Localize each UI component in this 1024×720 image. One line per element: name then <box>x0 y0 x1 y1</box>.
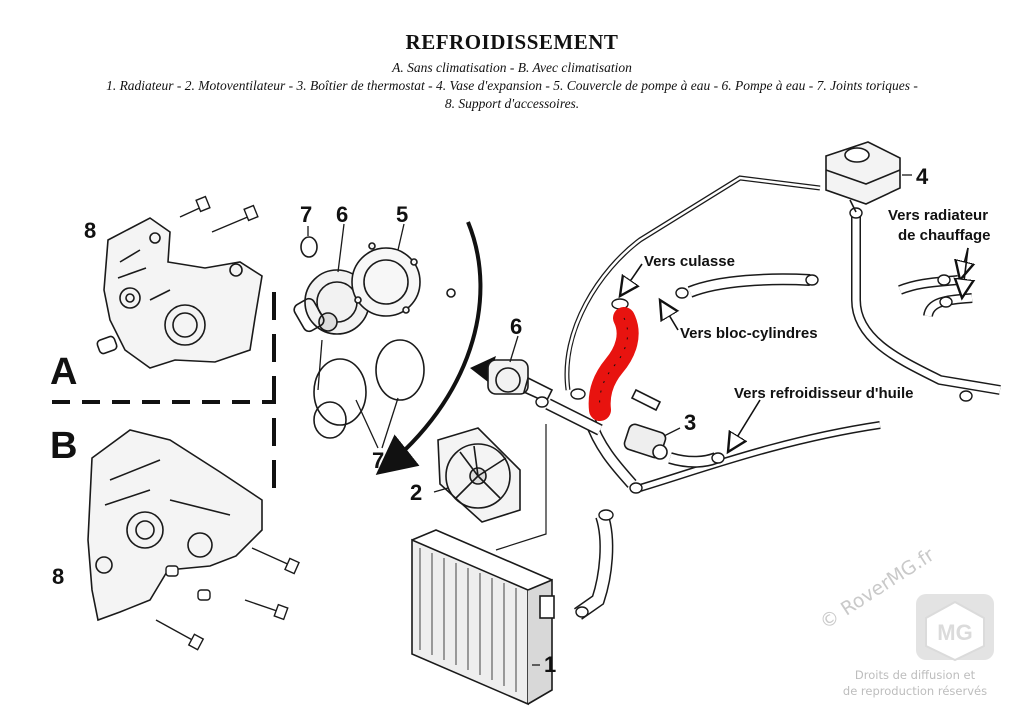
label-vers-radiateur: Vers radiateur <box>888 207 988 224</box>
section-curved-arrow <box>375 221 483 475</box>
label-8-a: 8 <box>84 218 96 243</box>
label-2: 2 <box>410 480 422 505</box>
label-7-top: 7 <box>300 202 312 227</box>
highlighted-hose <box>588 307 639 421</box>
bolts-a <box>179 195 259 233</box>
caption-legend-line1: 1. Radiateur - 2. Motoventilateur - 3. B… <box>106 78 918 93</box>
mg-logo-text: MG <box>937 620 972 645</box>
caption-legend-line2: 8. Support d'accessoires. <box>444 96 580 111</box>
watermark-rights-line2: de reproduction réservés <box>842 684 988 698</box>
water-pump-installed <box>487 359 554 404</box>
label-6-top: 6 <box>336 202 348 227</box>
hose-clips <box>535 207 973 618</box>
label-7-bottom: 7 <box>372 448 384 473</box>
label-4: 4 <box>916 164 929 189</box>
label-vers-refroidisseur-huile: Vers refroidisseur d'huile <box>734 385 913 402</box>
expansion-tank <box>825 141 901 213</box>
hoses <box>545 175 1001 620</box>
label-8-b: 8 <box>52 564 64 589</box>
watermark-rights-line1: Droits de diffusion et <box>854 668 976 682</box>
water-pump-cover <box>351 242 421 317</box>
o-rings <box>300 236 456 439</box>
diagram-title: REFROIDISSEMENT <box>405 30 619 54</box>
label-5: 5 <box>396 202 408 227</box>
bolts-b <box>155 547 300 651</box>
label-de-chauffage: de chauffage <box>898 227 991 244</box>
label-section-b: B <box>50 425 77 467</box>
thermostat-housing <box>623 388 668 460</box>
label-6-installed: 6 <box>510 314 522 339</box>
accessory-bracket-a <box>96 217 263 369</box>
radiator <box>411 529 555 706</box>
label-3: 3 <box>684 410 696 435</box>
label-vers-bloc-cylindres: Vers bloc-cylindres <box>680 325 818 342</box>
callout-arrows <box>620 247 968 452</box>
accessory-bracket-b <box>87 429 263 622</box>
label-section-a: A <box>50 351 77 393</box>
section-separators <box>52 292 276 500</box>
label-1: 1 <box>544 652 556 677</box>
fan-mount-line <box>495 424 547 551</box>
leader-6b <box>509 335 519 363</box>
label-vers-culasse: Vers culasse <box>644 253 735 270</box>
cooling-fan <box>437 427 521 523</box>
leader-3 <box>663 427 681 437</box>
mg-logo-watermark: MG <box>916 594 994 662</box>
leader-2 <box>433 487 449 493</box>
caption-variants: A. Sans climatisation - B. Avec climatis… <box>392 60 632 75</box>
